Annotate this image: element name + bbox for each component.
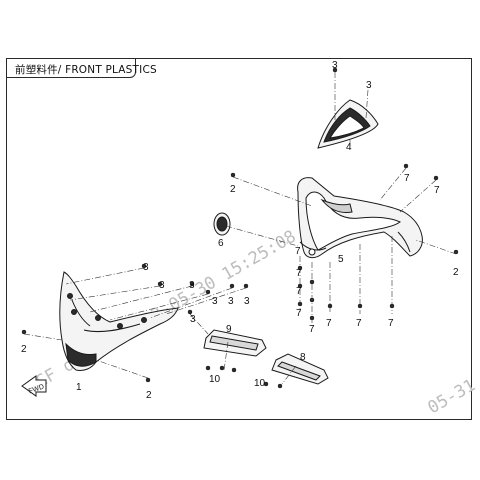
nut-10-e [277, 383, 283, 389]
callout-9: 9 [226, 324, 232, 335]
nut-10-b [219, 365, 225, 371]
callout-7: 7 [309, 324, 315, 335]
watermark-corner-text: 05-31 [425, 375, 479, 418]
callout-3: 3 [189, 280, 195, 291]
callout-6: 6 [218, 238, 224, 249]
nut-10-a [205, 365, 211, 371]
callout-3: 3 [332, 60, 338, 71]
callout-7: 7 [388, 318, 394, 329]
part-1-lower-fascia [59, 271, 179, 371]
callout-3: 3 [159, 280, 165, 291]
leader-lines [23, 72, 457, 385]
part-5-front-panel [297, 177, 423, 259]
callout-3: 3 [244, 296, 250, 307]
callout-8: 8 [300, 352, 306, 363]
screw-3-d [205, 289, 211, 295]
diagram-title: 前塑料件/ FRONT PLASTICS [15, 64, 157, 76]
callout-numbers: 3 3 4 2 7 7 2 6 5 7 7 7 7 7 7 7 7 3 3 3 … [21, 60, 459, 401]
callout-2: 2 [230, 184, 236, 195]
part-8-bracket [271, 353, 329, 385]
callout-4: 4 [346, 142, 352, 153]
callout-7: 7 [296, 268, 302, 279]
callout-10: 10 [209, 374, 221, 385]
screw-2-left [21, 329, 27, 335]
nut-10-c [231, 367, 237, 373]
fwd-arrow: FWD [21, 375, 47, 397]
screw-2-top-left [230, 172, 236, 178]
screw-7-top-b [433, 175, 439, 181]
diagram-frame [6, 58, 472, 420]
screw-3-f [243, 283, 249, 289]
callout-3: 3 [143, 262, 149, 273]
callout-2: 2 [146, 390, 152, 401]
callout-7: 7 [434, 185, 440, 196]
callout-7: 7 [404, 173, 410, 184]
callout-7: 7 [326, 318, 332, 329]
callout-7: 7 [295, 246, 301, 257]
callout-3: 3 [228, 296, 234, 307]
callout-2: 2 [453, 267, 459, 278]
callout-3: 3 [212, 296, 218, 307]
callout-7: 7 [296, 308, 302, 319]
callout-1: 1 [76, 382, 82, 393]
callout-10: 10 [254, 378, 266, 389]
screw-7-top-a [403, 163, 409, 169]
fasteners [21, 67, 459, 389]
callout-7: 7 [356, 318, 362, 329]
nut-10-d [263, 381, 269, 387]
callout-3: 3 [366, 80, 372, 91]
callout-7: 7 [296, 286, 302, 297]
callout-2: 2 [21, 344, 27, 355]
part-4-upper-cover [317, 99, 379, 149]
title-box: 前塑料件/ FRONT PLASTICS [6, 58, 157, 78]
screw-2-bottom [145, 377, 151, 383]
part-9-bracket [203, 329, 267, 357]
callout-5: 5 [338, 254, 344, 265]
part-6-grommet [213, 212, 231, 236]
screw-3-e [229, 283, 235, 289]
callout-3: 3 [190, 314, 196, 325]
